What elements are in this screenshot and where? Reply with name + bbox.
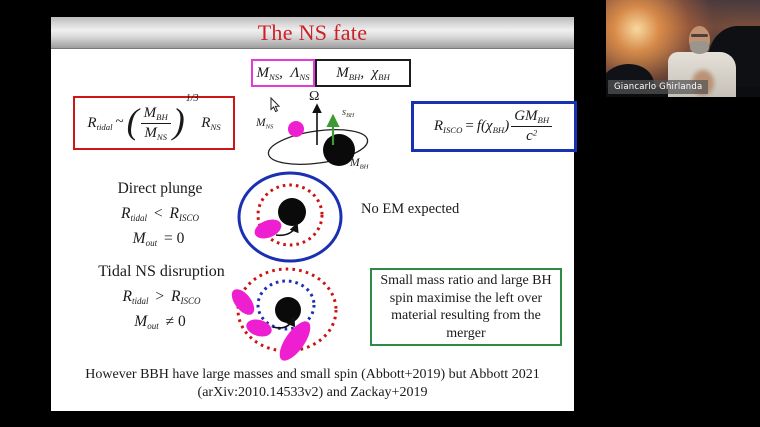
- footnote-line: However BBH have large masses and small …: [85, 367, 540, 382]
- binary-system-diagram: [267, 103, 369, 166]
- direct-plunge-block: Direct plunge Rtidal < RISCO Mout = 0: [85, 180, 235, 248]
- merger-material-note-box: Small mass ratio and large BH spin maxim…: [370, 268, 562, 346]
- rtidal-dotted-outer: [236, 267, 338, 353]
- ns-debris-2: [246, 319, 272, 337]
- slide-title: The NS fate: [257, 19, 368, 45]
- tidal-disruption-diagram: [231, 267, 338, 361]
- ns-parameters-box: MNS, ΛNS: [251, 59, 315, 87]
- bh-parameters-box: MBH, χBH: [315, 59, 411, 87]
- isco-outer-circle: [237, 171, 343, 263]
- isco-dotted-inner: [256, 279, 316, 331]
- tidal-disruption-title: Tidal NS disruption: [98, 263, 225, 280]
- shared-screen-slide: The NS fate MNS, ΛNS MBH, χBH Rtidal~(MB…: [51, 17, 577, 411]
- cursor-icon: [270, 96, 281, 113]
- webcam-tile[interactable]: Giancarlo Ghirlanda: [606, 0, 760, 97]
- green-box-line: spin maximise the left over: [389, 290, 543, 306]
- tidal-disruption-mass: Mout ≠ 0: [134, 313, 186, 332]
- participant-name-tag: Giancarlo Ghirlanda: [608, 80, 709, 94]
- direct-plunge-condition: Rtidal < RISCO: [121, 205, 199, 224]
- orbit-ellipse: [267, 129, 369, 165]
- green-box-line: material resulting from the: [391, 308, 541, 323]
- green-box-line: Small mass ratio and large BH: [380, 273, 552, 288]
- ns-params-text: MNS, ΛNS: [256, 64, 310, 82]
- black-hole: [275, 297, 301, 323]
- footnote: However BBH have large masses and small …: [59, 366, 566, 402]
- presenter-beard: [690, 41, 709, 54]
- ns-debris-3: [279, 321, 311, 361]
- green-box-line: merger: [446, 325, 486, 341]
- presenter-glasses: [691, 34, 708, 37]
- rtidal-dotted-circle: [256, 183, 324, 247]
- mns-label: MNS: [256, 117, 274, 131]
- black-hole: [278, 198, 306, 226]
- tidal-disruption-block: Tidal NS disruption Rtidal > RISCO Mout …: [79, 263, 244, 331]
- footnote-line: (arXiv:2010.14533v2) and Zackay+2019: [197, 385, 428, 400]
- direct-plunge-title: Direct plunge: [117, 180, 203, 197]
- slide-title-banner: The NS fate: [51, 17, 574, 49]
- mbh-label: MBH: [350, 157, 369, 171]
- direct-plunge-diagram: [237, 171, 343, 263]
- neutron-star: [254, 219, 282, 239]
- ns-debris-1: [231, 289, 255, 315]
- infall-arrow: [272, 316, 296, 329]
- sbh-label: sBH: [342, 107, 355, 120]
- omega-label: Ω: [309, 89, 320, 104]
- no-em-note: No EM expected: [361, 201, 460, 217]
- black-hole: [323, 134, 355, 166]
- direct-plunge-mass: Mout = 0: [132, 230, 185, 249]
- infall-arrow: [275, 222, 299, 237]
- tidal-disruption-condition: Rtidal > RISCO: [122, 288, 201, 307]
- bh-params-text: MBH, χBH: [336, 64, 390, 82]
- neutron-star: [288, 121, 304, 137]
